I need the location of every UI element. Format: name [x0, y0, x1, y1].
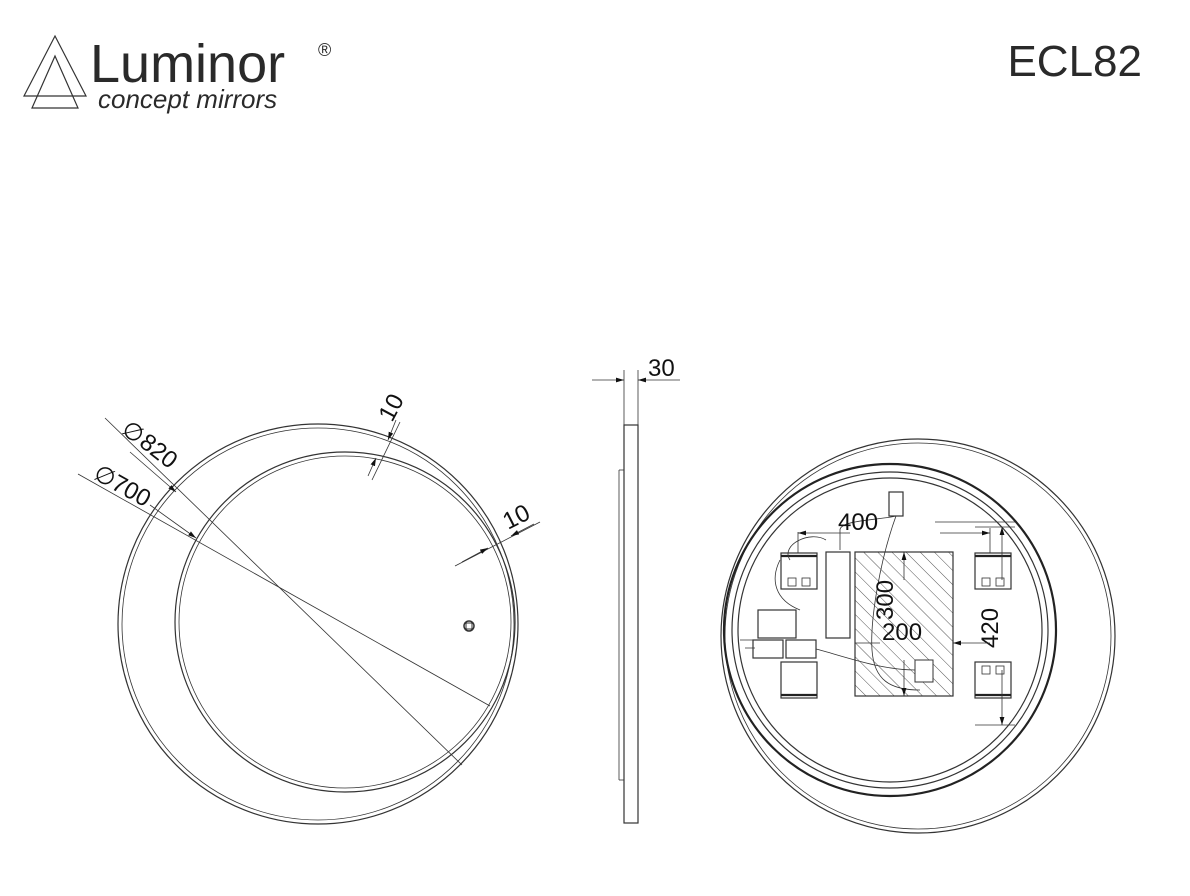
outer-diameter-leader [104, 417, 463, 766]
ring-width-top-label: 10 [373, 390, 409, 426]
registered-mark: ® [318, 40, 331, 60]
triangle-logo-icon [23, 34, 87, 109]
ring-width-side-label: 10 [498, 499, 534, 535]
side-view: 30 [592, 355, 680, 824]
back-view: 400 420 300 200 [720, 438, 1116, 834]
touch-switch-icon [463, 620, 475, 632]
inner-diameter-leader [77, 473, 491, 707]
sensor-module [888, 491, 904, 517]
bracket-span-vertical-label: 420 [977, 608, 1004, 648]
transformer [757, 609, 797, 639]
box-height-label: 300 [872, 580, 899, 620]
mounting-bracket [780, 661, 818, 699]
brand-name: Luminor [90, 34, 285, 94]
mounting-bracket [974, 552, 1012, 590]
depth-label: 30 [648, 355, 675, 382]
bracket-span-horizontal-label: 400 [838, 509, 878, 536]
model-code: ECL82 [1007, 37, 1142, 86]
front-view: ∅ 820 ∅ 700 10 10 [77, 390, 541, 825]
mounting-bracket [974, 661, 1012, 699]
box-width-label: 200 [882, 619, 922, 646]
mounting-bracket [780, 552, 818, 590]
brand-tagline: concept mirrors [98, 84, 277, 114]
brand-logo: Luminor ® concept mirrors [23, 34, 331, 114]
led-driver [825, 551, 851, 639]
